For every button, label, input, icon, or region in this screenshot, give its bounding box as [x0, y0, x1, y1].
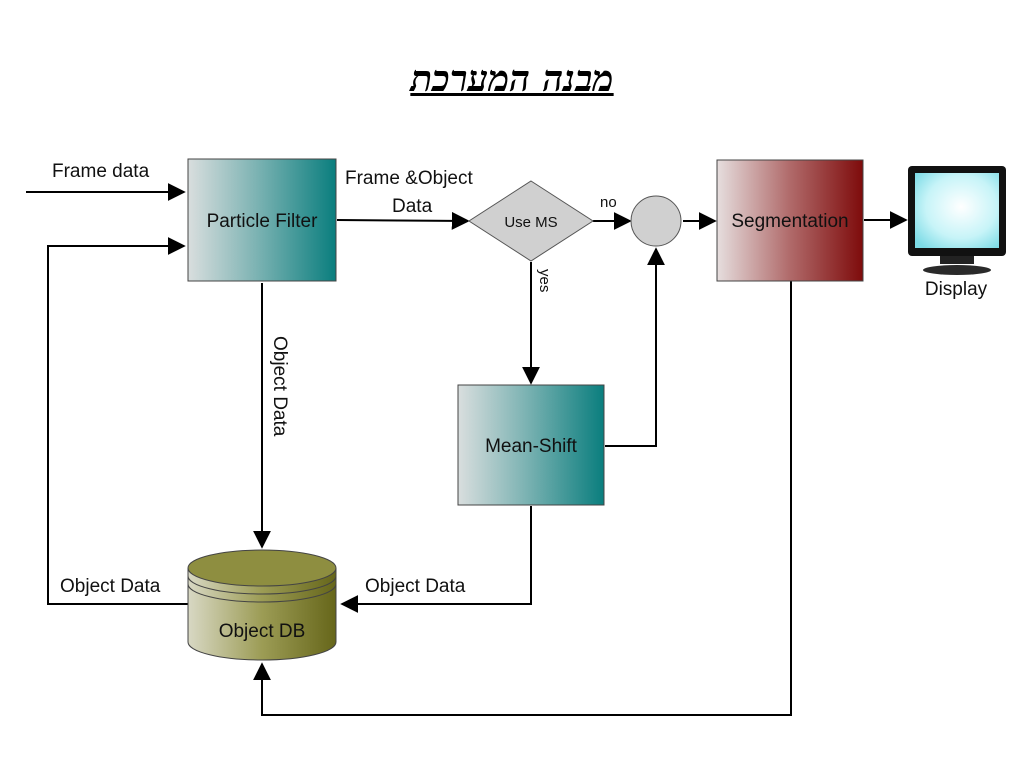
no-label: no [600, 194, 617, 211]
object-data-meanshift-label: Object Data [365, 576, 466, 597]
particle-filter-node: Particle Filter [187, 158, 337, 282]
mean-shift-node: Mean-Shift [457, 384, 605, 506]
use-ms-decision-node: Use MS [468, 180, 594, 262]
mean-shift-label: Mean-Shift [485, 436, 578, 457]
edge-meanshift-to-junction [605, 247, 665, 447]
page-title: מבנה המערכת [410, 58, 614, 100]
segmentation-label: Segmentation [731, 211, 848, 232]
monitor-icon [908, 166, 1006, 275]
object-db-label: Object DB [219, 621, 306, 642]
particle-filter-label: Particle Filter [207, 211, 319, 232]
edge-db-to-particle [47, 237, 188, 605]
yes-label: yes [536, 269, 553, 292]
edge-segmentation-to-db [253, 281, 792, 716]
frame-data-label: Frame data [52, 161, 150, 182]
frame-object-label-line1: Frame &Object [345, 168, 473, 189]
display-label: Display [925, 279, 988, 300]
edge-particle-to-usems [336, 211, 470, 230]
junction-node [630, 195, 682, 247]
use-ms-label: Use MS [504, 214, 557, 231]
object-db-node: Object DB [187, 549, 337, 661]
edge-meanshift-to-db [340, 506, 532, 613]
segmentation-node: Segmentation [716, 159, 864, 282]
frame-object-label-line2: Data [392, 196, 433, 217]
object-data-vertical-label: Object Data [269, 336, 290, 437]
object-data-left-label: Object Data [60, 576, 161, 597]
